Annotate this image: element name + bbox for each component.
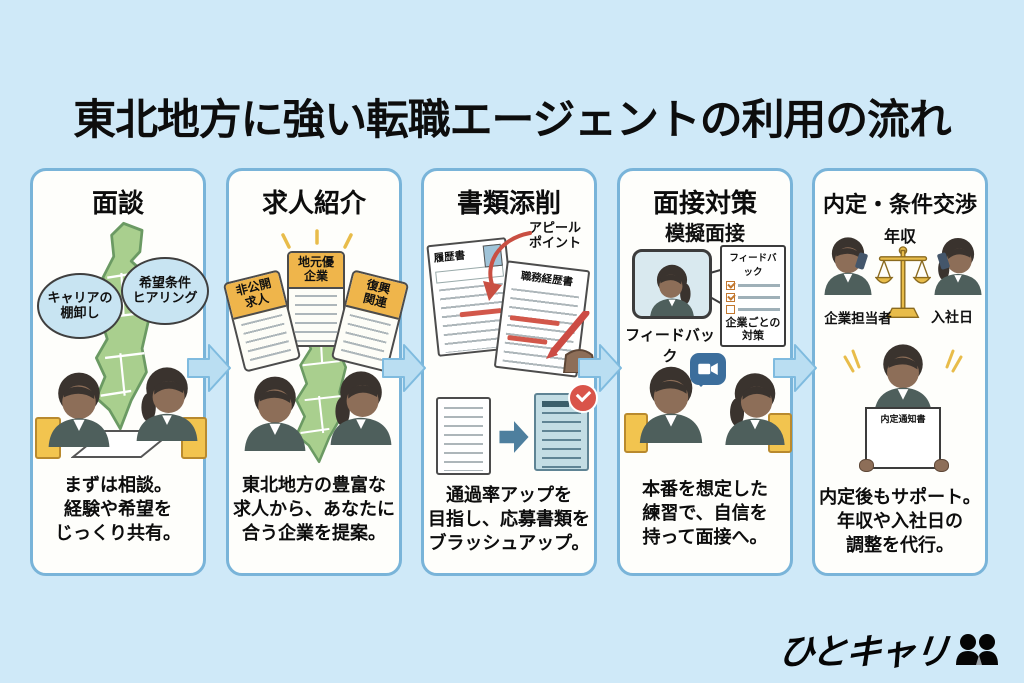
- company-rep-label: 企業担当者: [824, 311, 892, 326]
- checkbox-icon: [726, 281, 735, 290]
- speech-bubble-conditions: 希望条件 ヒアリング: [121, 257, 209, 325]
- red-arrow-icon: [483, 231, 532, 301]
- salary-label: 年収: [883, 229, 916, 246]
- people-logo-icon: [956, 634, 998, 665]
- person-icon: [48, 372, 110, 447]
- step-description: 本番を想定した 練習で、自信を 持って面接へ。: [642, 479, 768, 548]
- step-card-document-review: 書類添削 アピール ポイント 履歴書 職務経歴書: [421, 168, 598, 576]
- brand-logo: ひとキャリ: [776, 623, 998, 675]
- hand-icon: [934, 459, 949, 472]
- step-card-interview: 面談 キャリアの 棚卸し 希望条件 ヒアリング まずは相談。 経験や希望を じっ…: [30, 168, 209, 576]
- step-description: 東北地方の豊富な 求人から、あなたに 合う企業を提案。: [233, 475, 395, 544]
- brand-logo-text: ひとキャリ: [776, 631, 950, 672]
- checkbox-icon: [726, 305, 735, 314]
- step-title: 面談: [91, 188, 144, 218]
- step-card-offer-negotiation: 内定・条件交渉 年収 企業担当者 入社日 内定通知書 内定後もサポート。 年収や…: [812, 168, 988, 576]
- step-title: 面接対策: [652, 188, 757, 218]
- flow-arrow-icon: [773, 344, 817, 392]
- step-title: 書類添削: [456, 188, 561, 218]
- document-after-icon: [534, 393, 589, 471]
- speech-bubble-career: キャリアの 棚卸し: [37, 273, 123, 339]
- check-icon: [568, 383, 598, 413]
- balance-scale-icon: [875, 246, 931, 318]
- job-card-local: 地元優 企業: [287, 251, 345, 347]
- join-date-label: 入社日: [931, 309, 973, 325]
- feedback-note-icon: フィードバック 企業ごとの 対策: [720, 245, 786, 347]
- person-icon: [244, 376, 306, 451]
- step-description: 内定後もサポート。 年収や入社日の 調整を代行。: [819, 487, 981, 556]
- step-card-interview-prep: 面接対策 模擬面接 フィードバック 企業ごとの 対策 フィードバック 本番を想定…: [617, 168, 793, 576]
- hand-icon: [859, 459, 874, 472]
- mock-interview-label: 模擬面接: [665, 223, 745, 245]
- step-title: 求人紹介: [261, 188, 366, 218]
- video-screen-icon: [632, 249, 712, 319]
- arrow-right-icon: [499, 421, 529, 453]
- page-title: 東北地方に強い転職エージェントの利用の流れ: [73, 96, 951, 143]
- feedback-label: フィードバック: [625, 327, 715, 365]
- sparkle-icon: [843, 349, 963, 373]
- document-before-icon: [436, 397, 491, 475]
- sparkle-icon: [281, 229, 353, 249]
- step-description: 通過率アップを 目指し、応募書類を ブラッシュアップ。: [428, 485, 590, 554]
- person-icon: [874, 344, 932, 415]
- step-description: まずは相談。 経験や希望を じっくり共有。: [55, 475, 181, 544]
- flow-arrow-icon: [382, 344, 426, 392]
- video-camera-icon: [690, 353, 726, 387]
- flow-arrow-icon: [578, 344, 622, 392]
- checkbox-icon: [726, 293, 735, 302]
- step-card-job-intro: 求人紹介 地元優 企業 非公開 求人 復興 関連 東北地方の豊富な 求人から、あ…: [222, 168, 410, 576]
- step-title: 内定・条件交渉: [822, 192, 977, 217]
- appeal-point-label: アピール ポイント: [528, 220, 581, 250]
- flow-arrow-icon: [187, 344, 231, 392]
- person-icon: [649, 264, 695, 316]
- offer-letter-icon: 内定通知書: [865, 407, 941, 469]
